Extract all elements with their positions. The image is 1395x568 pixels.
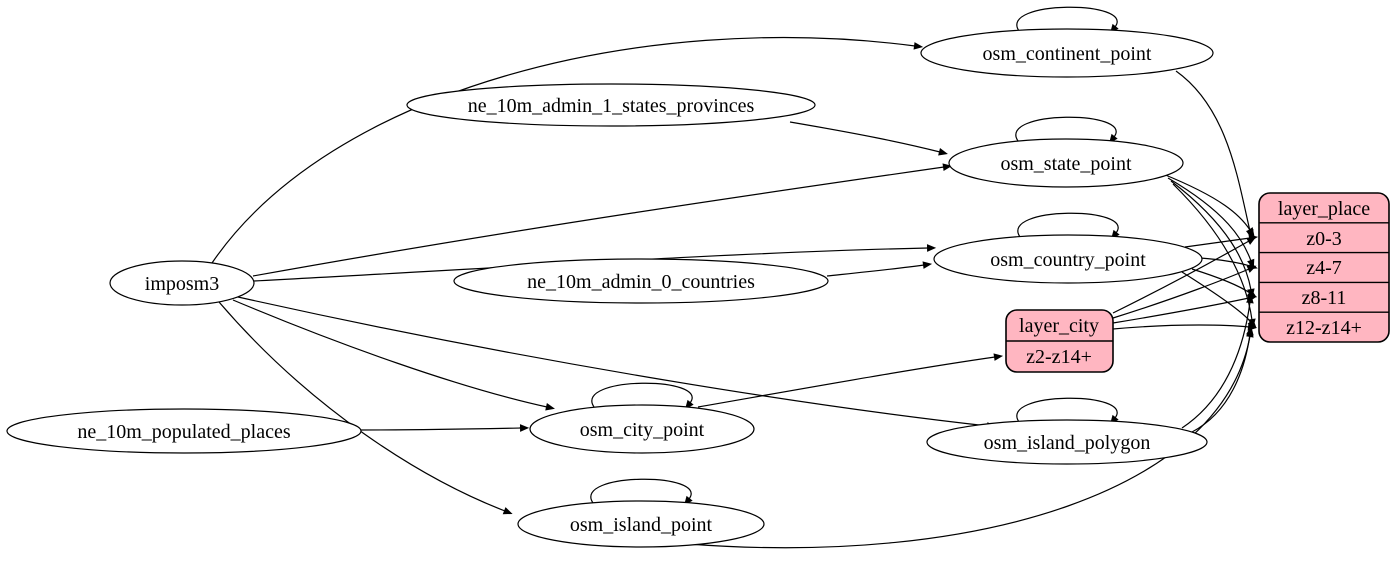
node-layer_city [1005,309,1114,373]
edge-osm_state_point-to-layer_place-z12-z14+ [1172,183,1256,329]
edge-layer_city-to-layer_place-z0-3 [1112,236,1257,314]
record-row-layer-place-z0-3: z0-3 [1306,228,1342,250]
node-osm_island_polygon [926,419,1208,465]
edge-osm_island_point-to-layer_place-z12-z14+ [687,327,1254,549]
edge-osm_state_point-to-layer_place-z8-11 [1170,180,1255,299]
node-layer_place [1258,192,1390,343]
node-layer_place-box [1258,192,1390,343]
node-label-osm-city-point: osm_city_point [579,419,705,441]
node-ne_10m_admin_1_states_provinces [406,83,816,127]
record-row-layer-place-z4-7: z4-7 [1306,257,1342,279]
edge-osm_state_point-to-layer_place-z0-3 [1162,173,1255,237]
record-row-layer-place-z8-11: z8-11 [1301,287,1347,309]
node-label-ne-10m-populated-places: ne_10m_populated_places [77,421,291,443]
node-osm_state_point [948,138,1184,188]
node-label-osm-island-polygon: osm_island_polygon [983,432,1151,454]
edge-osm_state_point-to-osm_state_point-self-loop [1015,116,1118,144]
node-label-imposm3: imposm3 [144,273,220,295]
edge-imposm3-to-osm_island_point [218,301,513,515]
edge-osm_country_point-to-layer_place-z0-3 [1184,234,1259,248]
node-osm_continent_point [920,28,1214,78]
edge-imposm3-to-osm_continent_point [211,37,924,264]
node-osm_country_point [933,234,1203,284]
edge-ne_10m_admin_1_states_provinces-to-osm_state_point [789,121,948,156]
edge-osm_continent_point-to-osm_continent_point-self-loop [1016,6,1119,34]
node-label-osm-country-point: osm_country_point [990,249,1146,271]
record-row-layer-place-z12-z14: z12-z14+ [1286,317,1362,339]
node-imposm3 [109,260,255,306]
node-label-osm-state-point: osm_state_point [1000,153,1132,175]
edge-ne_10m_admin_0_countries-to-osm_country_point [826,261,933,277]
edge-osm_island_polygon-to-layer_place-z8-11 [1181,293,1254,429]
edge-layer_city-to-layer_place-z12-z14+ [1112,323,1258,331]
edge-osm_state_point-to-layer_place-z4-7 [1167,177,1255,269]
edge-imposm3-to-osm_island_polygon [237,296,997,430]
edge-imposm3-to-osm_state_point [252,163,953,277]
edge-osm_city_point-to-osm_city_point-self-loop [591,382,694,410]
node-ne_10m_admin_0_countries [453,258,829,304]
node-label-ne-10m-admin-1-states-provinces: ne_10m_admin_1_states_provinces [467,95,755,117]
node-osm_island_point [517,500,765,548]
edge-osm_continent_point-to-layer_place-z0-3 [1175,70,1254,239]
node-label-osm-continent-point: osm_continent_point [982,43,1152,65]
record-header-layer-place: layer_place [1277,198,1371,220]
edge-osm_island_point-to-osm_island_point-self-loop [590,478,693,506]
edge-osm_country_point-to-osm_country_point-self-loop [1017,212,1120,240]
edge-osm_city_point-to-layer_city-z2-z14+ [697,353,1004,408]
node-osm_city_point [529,404,755,454]
edge-imposm3-to-osm_city_point [232,299,555,411]
edge-layer_city-to-layer_place-z4-7 [1112,265,1257,319]
edge-osm_island_polygon-to-layer_place-z12-z14+ [1191,325,1254,433]
node-label-ne-10m-admin-0-countries: ne_10m_admin_0_countries [527,271,755,293]
node-ne_10m_populated_places [6,408,362,454]
edge-layer_city-to-layer_place-z8-11 [1112,294,1257,324]
record-row-layer-city-z2-z14: z2-z14+ [1026,346,1092,368]
edge-ne_10m_populated_places-to-osm_city_point [359,424,530,432]
edge-osm_island_polygon-to-osm_island_polygon-self-loop [1016,397,1119,425]
node-label-osm-island-point: osm_island_point [569,514,713,536]
record-header-layer-city: layer_city [1019,315,1099,337]
